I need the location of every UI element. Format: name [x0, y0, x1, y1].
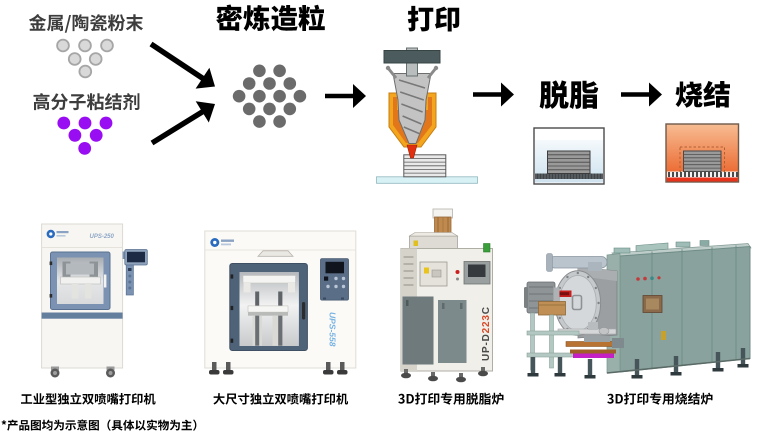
svg-text:UP-D223C: UP-D223C	[481, 306, 492, 361]
svg-text:UPS-558: UPS-558	[328, 312, 338, 347]
svg-text:UPS-250: UPS-250	[90, 234, 115, 240]
